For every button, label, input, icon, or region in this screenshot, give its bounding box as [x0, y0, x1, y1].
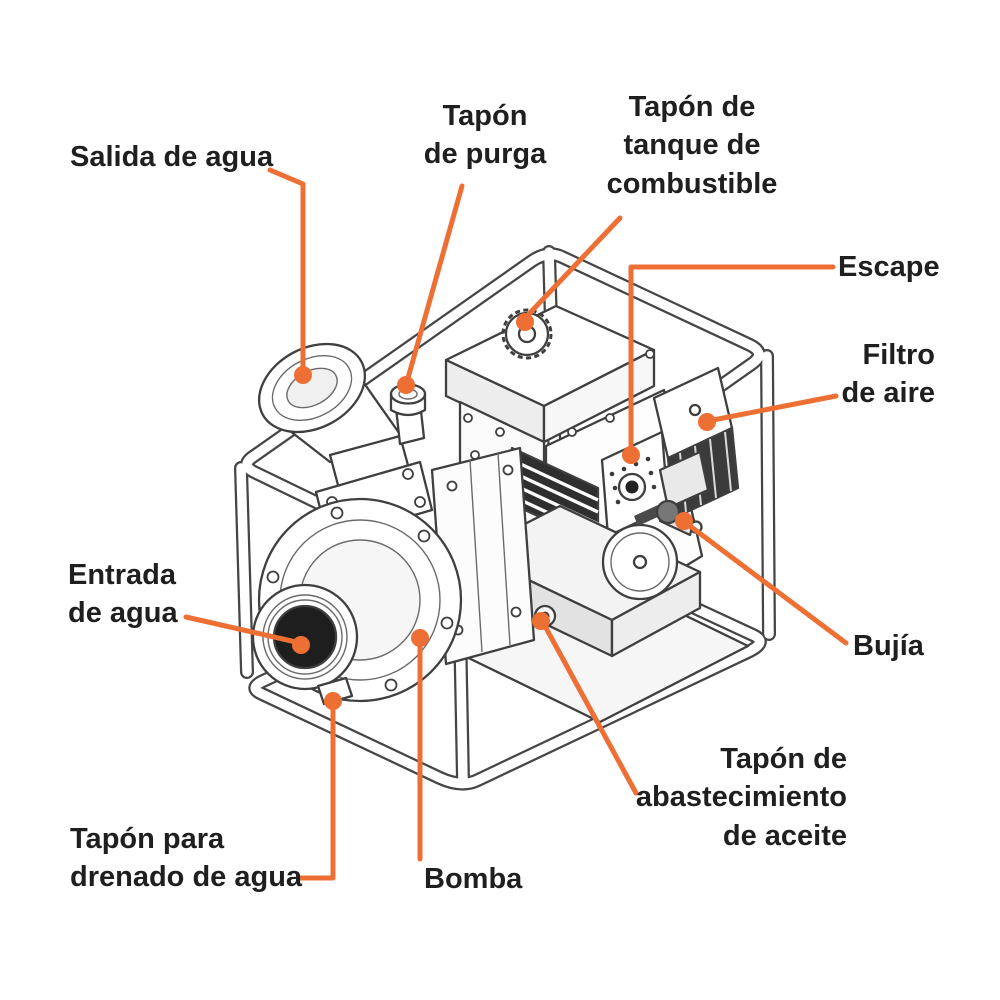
- pump: [251, 342, 536, 706]
- label-line: drenado de agua: [70, 861, 303, 894]
- label-tapon-para-drenado-de-agua: Tapón para drenado de agua: [70, 820, 302, 897]
- dot-filtro-de-aire: [698, 413, 716, 431]
- fan-cover: [601, 523, 679, 601]
- priming-plug: [389, 383, 427, 446]
- label-line: Bomba: [424, 863, 523, 895]
- label-line: Tapón para: [70, 823, 225, 855]
- wing-nut: [688, 403, 702, 417]
- leader-entrada-de-agua: [183, 614, 299, 645]
- label-line: de purga: [423, 138, 547, 171]
- dot-entrada-de-agua: [292, 636, 310, 654]
- label-line: de aceite: [722, 819, 847, 852]
- carburetor: [658, 450, 710, 510]
- leader-tapon-aceite: [543, 625, 639, 796]
- dot-tapon-tanque: [516, 313, 534, 331]
- label-line: abastecimiento: [635, 781, 847, 814]
- leader-lines: [183, 167, 849, 881]
- label-tapon-de-abastecimiento-de-aceite: Tapón de abastecimiento de aceite: [607, 740, 847, 855]
- label-tapon-de-purga: Tapón de purga: [390, 97, 580, 174]
- leader-escape: [628, 264, 836, 451]
- dot-tapon-drenado: [324, 692, 342, 710]
- leader-tapon-tanque: [525, 215, 623, 318]
- dot-escape: [622, 446, 640, 464]
- label-line: de aire: [841, 377, 936, 410]
- label-line: Tapón: [442, 100, 528, 132]
- dot-salida-de-agua: [294, 366, 312, 384]
- label-line: Bujía: [853, 630, 924, 662]
- dot-bomba: [411, 629, 429, 647]
- label-escape: Escape: [838, 248, 940, 286]
- leader-bujia: [687, 523, 849, 646]
- label-line: Escape: [838, 251, 940, 283]
- dot-tapon-de-purga: [397, 376, 415, 394]
- label-entrada-de-agua: Entrada de agua: [68, 556, 178, 633]
- leader-filtro-de-aire: [710, 393, 839, 423]
- leader-tapon-drenado: [297, 706, 336, 881]
- label-line: tanque de: [623, 129, 761, 162]
- label-bomba: Bomba: [424, 860, 522, 898]
- leader-tapon-de-purga: [405, 183, 465, 381]
- engine-bolts: [463, 349, 655, 460]
- leader-salida-de-agua: [267, 167, 306, 371]
- label-tapon-de-tanque-de-combustible: Tapón de tanque de combustible: [592, 88, 792, 203]
- label-filtro-de-aire: Filtro de aire: [775, 336, 936, 413]
- label-line: Salida de agua: [70, 141, 274, 173]
- label-bujia: Bujía: [853, 627, 924, 665]
- fuel-tank: [444, 304, 656, 444]
- label-salida-de-agua: Salida de agua: [70, 138, 273, 176]
- label-line: Tapón de: [628, 91, 756, 123]
- label-line: de agua: [68, 597, 178, 630]
- dot-tapon-aceite: [532, 612, 550, 630]
- dot-bujia: [675, 512, 693, 530]
- label-line: combustible: [606, 167, 778, 200]
- label-line: Entrada: [68, 559, 176, 591]
- choke-lever: [634, 505, 662, 526]
- label-line: Tapón de: [720, 743, 847, 775]
- label-line: Filtro: [862, 339, 936, 371]
